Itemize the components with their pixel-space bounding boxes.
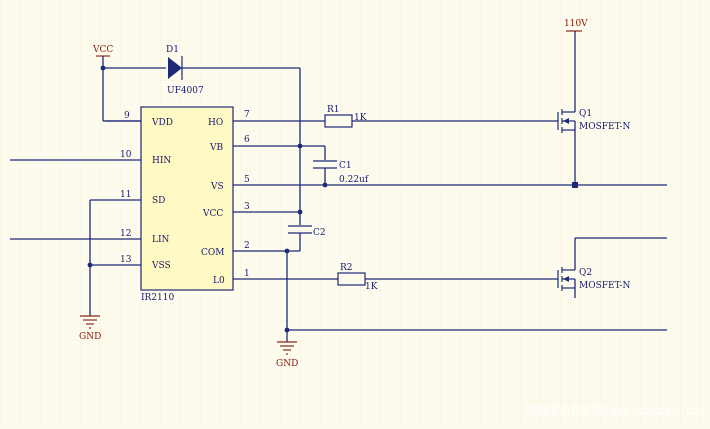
- watermark-text: 中国电子开发网(www.ourdev.cn): [525, 404, 706, 417]
- junction-vcc: [100, 65, 106, 71]
- gnd2-label: GND: [276, 359, 298, 369]
- junction-c1-vs: [322, 182, 328, 188]
- ic-ir2110[interactable]: IR2110 9 VDD 10 HIN 11 SD 12 LIN 13 VSS …: [10, 106, 667, 303]
- q1-ref: Q1: [579, 109, 592, 119]
- q1-type: MOSFET-N: [579, 122, 630, 132]
- ground-center[interactable]: GND: [276, 341, 298, 369]
- pin-7-name: HO: [208, 118, 223, 128]
- pin-3-name: VCC: [202, 209, 223, 219]
- junction-q1-vs: [572, 182, 578, 188]
- pin-6-num: 6: [244, 135, 250, 145]
- pin-10-name: HIN: [152, 156, 171, 166]
- vcc-label: VCC: [92, 45, 113, 55]
- pin-12-name: LIN: [152, 235, 170, 245]
- junction-vss: [87, 262, 93, 268]
- supply-110v[interactable]: 110V: [564, 19, 588, 104]
- mosfet-q2[interactable]: Q2 MOSFET-N: [557, 237, 667, 298]
- pin-2-name: COM: [201, 248, 224, 258]
- vcc-supply[interactable]: VCC: [92, 45, 166, 122]
- pin-7-num: 7: [244, 110, 250, 120]
- pin-2-num: 2: [244, 241, 250, 251]
- r2-value: 1K: [365, 282, 378, 292]
- pin-10-num: 10: [120, 150, 132, 160]
- junction-vcc3: [297, 209, 303, 215]
- r1-value: 1K: [354, 113, 367, 123]
- ic-body: [140, 106, 234, 291]
- diode-triangle: [168, 57, 182, 79]
- ic-name: IR2110: [141, 293, 175, 303]
- r2-ref: R2: [340, 263, 353, 273]
- gnd1-label: GND: [79, 332, 101, 342]
- c1-value: 0.22uf: [339, 175, 369, 185]
- ground-left[interactable]: GND: [79, 200, 101, 342]
- r1-ref: R1: [327, 105, 340, 115]
- pin-11-num: 11: [120, 190, 131, 200]
- pin-5-name: VS: [210, 182, 224, 192]
- pin-1-num: 1: [244, 269, 250, 279]
- diode-ref: D1: [166, 45, 179, 55]
- c1-ref: C1: [339, 161, 352, 171]
- junction-gnd-bus: [284, 327, 290, 333]
- q2-arrow: [563, 276, 569, 282]
- pin-1-name: L0: [213, 276, 225, 286]
- q2-ref: Q2: [579, 268, 592, 278]
- pin-12-num: 12: [120, 229, 131, 239]
- pin-9-num: 9: [124, 111, 130, 121]
- resistor-r2[interactable]: R2 1K: [337, 263, 558, 292]
- diode-d1[interactable]: D1 UF4007: [166, 45, 300, 96]
- resistor-r1[interactable]: R1 1K: [324, 105, 558, 128]
- q2-type: MOSFET-N: [579, 281, 630, 291]
- mosfet-q1[interactable]: Q1 MOSFET-N: [557, 104, 630, 188]
- capacitor-c1[interactable]: C1 0.22uf: [300, 145, 369, 188]
- pin-11-name: SD: [152, 196, 165, 206]
- pin-5-num: 5: [244, 175, 250, 185]
- pin-6-name: VB: [209, 143, 223, 153]
- hv-label: 110V: [564, 19, 588, 29]
- pin-13-name: VSS: [151, 261, 171, 271]
- pin-3-num: 3: [244, 202, 250, 212]
- pin-9-name: VDD: [151, 118, 173, 128]
- c2-ref: C2: [313, 228, 326, 238]
- capacitor-c2[interactable]: C2: [284, 225, 326, 254]
- q1-arrow: [563, 118, 569, 124]
- diode-value: UF4007: [167, 86, 204, 96]
- pin-13-num: 13: [120, 255, 132, 265]
